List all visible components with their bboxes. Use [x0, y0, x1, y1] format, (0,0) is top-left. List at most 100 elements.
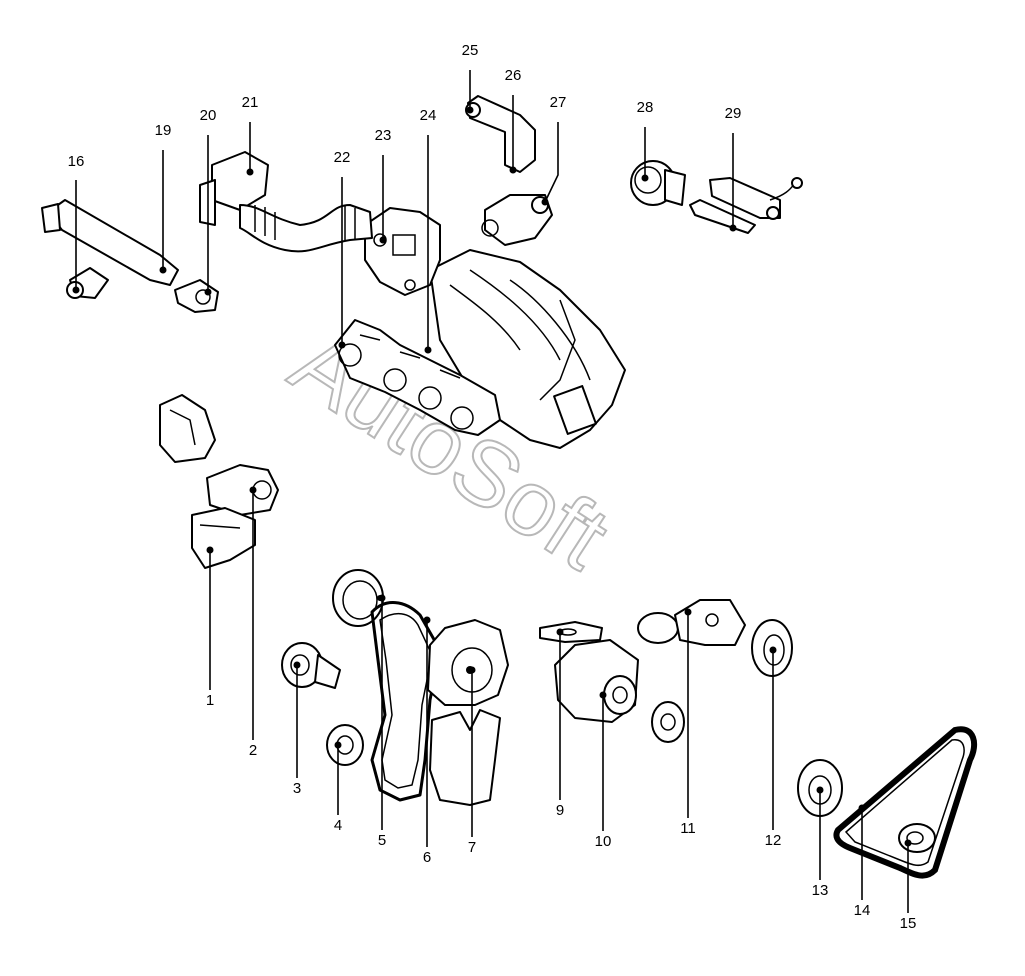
callout-label-11: 11 [680, 820, 696, 837]
callout-14: 14 [854, 804, 871, 919]
leader-dot-12 [769, 646, 777, 654]
coolant-pipe-assembly [41, 199, 179, 299]
leader-dot-19 [159, 266, 167, 274]
leader-dot-24 [424, 346, 432, 354]
callout-24: 24 [420, 107, 437, 354]
callout-label-9: 9 [556, 802, 564, 819]
callout-19: 19 [155, 122, 172, 274]
leader-dot-16 [72, 286, 80, 294]
leader-dot-28 [641, 174, 649, 182]
leader-dot-27 [541, 198, 549, 206]
leader-dot-14 [858, 804, 866, 812]
thermostat-housing [630, 160, 686, 206]
leader-dot-22 [338, 341, 346, 349]
callout-10: 10 [595, 691, 612, 850]
callout-label-3: 3 [293, 780, 301, 797]
callout-13: 13 [812, 786, 829, 899]
leader-dot-26 [509, 166, 517, 174]
leader-dot-25 [466, 106, 474, 114]
leader-dot-20 [204, 288, 212, 296]
callout-label-16: 16 [68, 153, 85, 170]
belt-tensioner [898, 823, 936, 853]
leader-dot-21 [246, 168, 254, 176]
callout-label-21: 21 [242, 94, 259, 111]
callout-layer: 1234567910111213141516192021222324252627… [68, 42, 917, 932]
callout-27: 27 [541, 94, 567, 206]
callout-26: 26 [505, 67, 522, 174]
callout-label-23: 23 [375, 127, 392, 144]
callout-label-20: 20 [200, 107, 217, 124]
callout-label-19: 19 [155, 122, 172, 139]
camshaft-sprocket [332, 569, 384, 627]
leader-dot-2 [249, 486, 257, 494]
leader-dot-23 [379, 236, 387, 244]
callout-label-14: 14 [854, 902, 871, 919]
callout-label-4: 4 [334, 817, 342, 834]
leader-dot-9 [556, 628, 564, 636]
callout-25: 25 [462, 42, 479, 114]
leader-line-27 [544, 122, 559, 203]
callout-6: 6 [423, 616, 431, 866]
leader-dot-6 [423, 616, 431, 624]
engine-mount-brackets [159, 394, 279, 569]
timing-belt [370, 601, 442, 802]
callout-28: 28 [637, 99, 654, 182]
leader-dot-7 [468, 666, 476, 674]
leader-dot-15 [904, 839, 912, 847]
callout-label-15: 15 [900, 915, 917, 932]
leader-dot-4 [334, 741, 342, 749]
callout-4: 4 [334, 741, 342, 834]
callout-label-7: 7 [468, 839, 476, 856]
callout-11: 11 [680, 608, 696, 837]
callout-label-5: 5 [378, 832, 386, 849]
callout-label-28: 28 [637, 99, 654, 116]
callout-label-13: 13 [812, 882, 829, 899]
callout-29: 29 [725, 105, 742, 232]
callout-label-10: 10 [595, 833, 612, 850]
callout-21: 21 [242, 94, 259, 176]
callout-9: 9 [556, 628, 564, 819]
callout-20: 20 [200, 107, 217, 296]
callout-15: 15 [900, 839, 917, 932]
callout-label-2: 2 [249, 742, 257, 759]
timing-belt-cover [427, 619, 509, 806]
callout-label-24: 24 [420, 107, 437, 124]
pipe-bracket-29 [689, 177, 803, 234]
callout-label-6: 6 [423, 849, 431, 866]
leader-dot-1 [206, 546, 214, 554]
callout-7: 7 [468, 666, 476, 856]
callout-label-26: 26 [505, 67, 522, 84]
idler-gear [326, 724, 364, 766]
callout-16: 16 [68, 153, 85, 294]
exhaust-manifold-gasket [334, 319, 501, 436]
callout-5: 5 [378, 594, 386, 849]
leader-dot-5 [378, 594, 386, 602]
leader-dot-29 [729, 224, 737, 232]
alternator-bracket [637, 599, 746, 646]
tensioner-pulley [281, 642, 341, 689]
leader-dot-10 [599, 691, 607, 699]
v-belt [833, 726, 978, 879]
callout-12: 12 [765, 646, 782, 849]
callout-label-25: 25 [462, 42, 479, 59]
callout-label-29: 29 [725, 105, 742, 122]
water-outlet-fittings [465, 95, 553, 246]
callout-label-22: 22 [334, 149, 351, 166]
callout-label-1: 1 [206, 692, 214, 709]
leader-dot-3 [293, 661, 301, 669]
callout-2: 2 [249, 486, 257, 759]
leader-dot-11 [684, 608, 692, 616]
water-pump-gasket [539, 621, 603, 643]
callout-label-27: 27 [550, 94, 567, 111]
leader-dot-13 [816, 786, 824, 794]
callout-23: 23 [375, 127, 392, 244]
callout-3: 3 [293, 661, 301, 797]
callout-22: 22 [334, 149, 351, 349]
water-pump [554, 639, 685, 743]
callout-label-12: 12 [765, 832, 782, 849]
air-intake-hose [199, 151, 373, 253]
callout-1: 1 [206, 546, 214, 709]
sensor-part [174, 279, 219, 313]
